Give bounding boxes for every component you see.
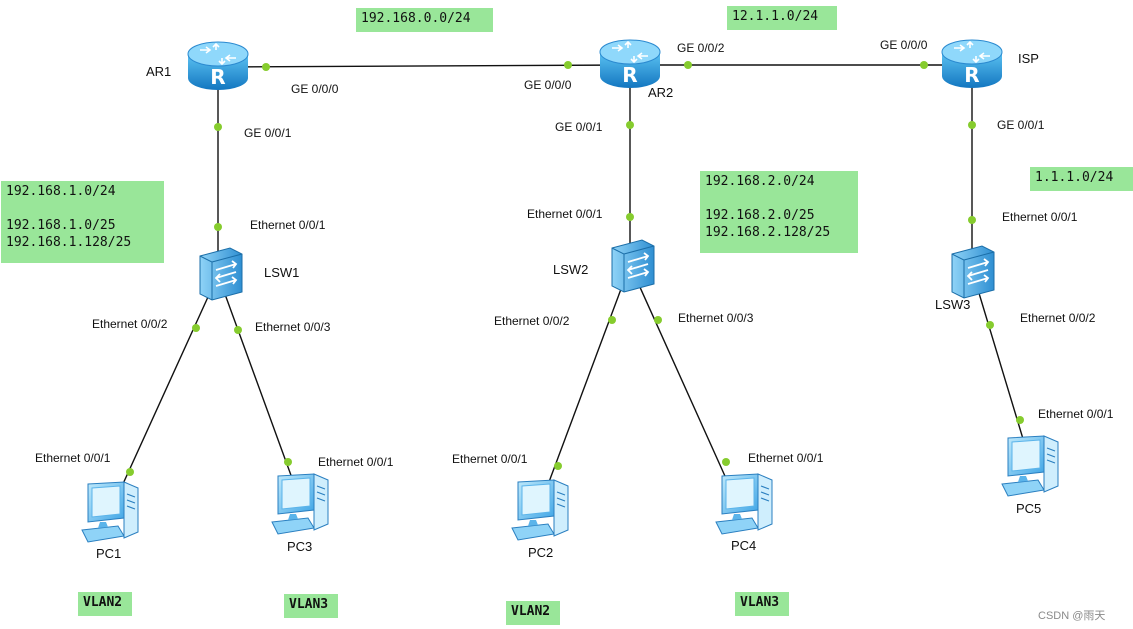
port-label: Ethernet 0/0/1	[748, 451, 824, 465]
device-label-ar1: AR1	[146, 64, 172, 79]
router-isp-icon	[941, 39, 1003, 89]
port-label: GE 0/0/0	[524, 78, 572, 92]
switch-lsw3-icon	[951, 245, 995, 299]
port-label: Ethernet 0/0/3	[678, 311, 754, 325]
router-ar2-icon	[599, 39, 661, 89]
device-label-pc2: PC2	[528, 545, 554, 560]
network-note-isp-lan: 1.1.1.0/24	[1030, 167, 1133, 191]
port-dot	[986, 321, 994, 329]
device-label-lsw2: LSW2	[553, 262, 589, 277]
port-label: Ethernet 0/0/3	[255, 320, 331, 334]
port-dot	[1016, 416, 1024, 424]
port-dot	[626, 121, 634, 129]
port-label: Ethernet 0/0/1	[35, 451, 111, 465]
port-dot	[214, 123, 222, 131]
port-label: Ethernet 0/0/1	[318, 455, 394, 469]
watermark: CSDN @雨天	[1038, 610, 1106, 622]
network-note-ar1-ar2: 192.168.0.0/24	[356, 8, 493, 32]
link-lsw2-pc2	[539, 264, 631, 507]
port-dot	[722, 458, 730, 466]
port-label: GE 0/0/0	[880, 38, 928, 52]
router-ar1-icon	[187, 41, 249, 91]
port-dot	[608, 316, 616, 324]
vlan-note-pc4: VLAN3	[735, 592, 789, 616]
port-dot	[920, 61, 928, 69]
device-label-pc1: PC1	[96, 546, 122, 561]
device-label-lsw3: LSW3	[935, 297, 971, 312]
network-note-lan1: 192.168.1.0/24 192.168.1.0/25 192.168.1.…	[1, 181, 164, 263]
port-dot	[284, 458, 292, 466]
network-note-ar2-isp: 12.1.1.0/24	[727, 6, 837, 30]
port-dot	[684, 61, 692, 69]
port-dot	[564, 61, 572, 69]
pc5-icon	[1001, 435, 1059, 497]
device-label-pc5: PC5	[1016, 501, 1042, 516]
network-note-lan2: 192.168.2.0/24 192.168.2.0/25 192.168.2.…	[700, 171, 858, 253]
vlan-note-pc3: VLAN3	[284, 594, 338, 618]
port-label: GE 0/0/0	[291, 82, 339, 96]
device-label-isp: ISP	[1018, 51, 1039, 66]
port-dot	[234, 326, 242, 334]
pc2-icon	[511, 479, 569, 541]
port-dot	[262, 63, 270, 71]
port-label: GE 0/0/1	[997, 118, 1045, 132]
vlan-note-pc1: VLAN2	[78, 592, 132, 616]
switch-lsw1-icon	[199, 247, 243, 301]
switch-lsw2-icon	[611, 239, 655, 293]
vlan-note-pc2: VLAN2	[506, 601, 560, 625]
device-label-lsw1: LSW1	[264, 265, 300, 280]
port-label: Ethernet 0/0/1	[250, 218, 326, 232]
port-dot	[554, 462, 562, 470]
port-dot	[626, 213, 634, 221]
port-dot	[968, 216, 976, 224]
link-lsw2-pc4	[629, 264, 739, 506]
port-dot	[192, 324, 200, 332]
port-label: GE 0/0/1	[244, 126, 292, 140]
device-label-ar2: AR2	[648, 85, 674, 100]
port-label: GE 0/0/2	[677, 41, 725, 55]
device-label-pc3: PC3	[287, 539, 313, 554]
pc3-icon	[271, 473, 329, 535]
port-label: Ethernet 0/0/1	[1038, 407, 1114, 421]
port-label: Ethernet 0/0/1	[1002, 210, 1078, 224]
port-label: Ethernet 0/0/1	[527, 207, 603, 221]
link-lsw3-pc5	[971, 269, 1031, 463]
pc4-icon	[715, 473, 773, 535]
port-label: Ethernet 0/0/2	[92, 317, 168, 331]
link-lsw1-pc3	[217, 274, 301, 501]
port-label: Ethernet 0/0/2	[1020, 311, 1096, 325]
link-ar1-ar2	[217, 64, 631, 68]
device-label-pc4: PC4	[731, 538, 757, 553]
port-label: GE 0/0/1	[555, 120, 603, 134]
pc1-icon	[81, 481, 139, 543]
port-dot	[968, 121, 976, 129]
port-label: Ethernet 0/0/2	[494, 314, 570, 328]
port-dot	[654, 316, 662, 324]
port-label: Ethernet 0/0/1	[452, 452, 528, 466]
port-dot	[214, 223, 222, 231]
port-dot	[126, 468, 134, 476]
